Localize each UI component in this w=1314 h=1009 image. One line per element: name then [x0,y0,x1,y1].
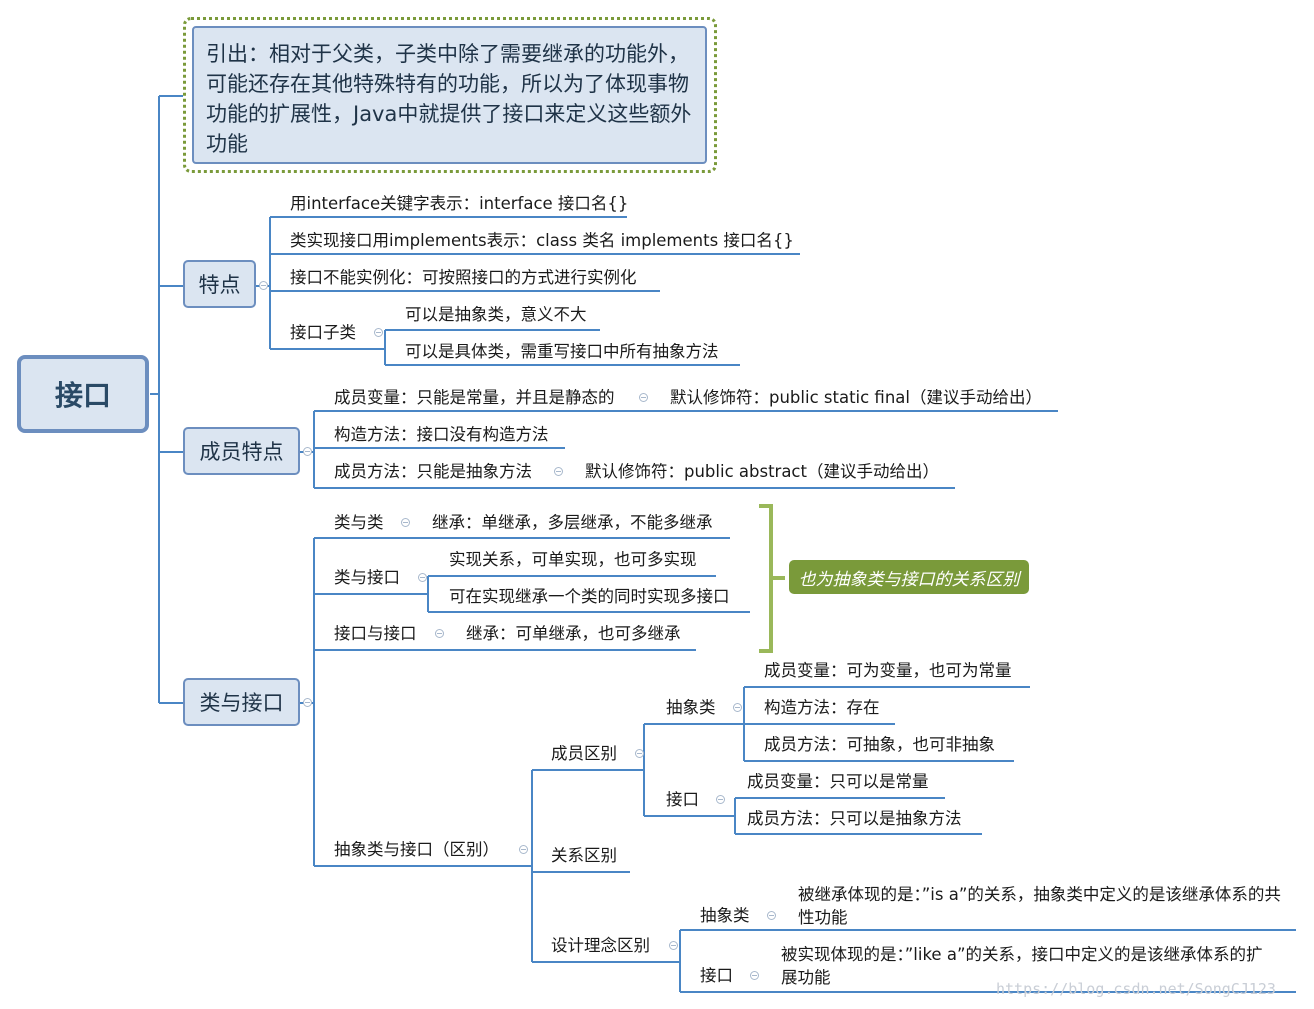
relations-node[interactable]: 类与接口 [183,678,300,726]
root-node[interactable]: 接口 [17,355,149,433]
diff-label: 抽象类与接口（区别） [334,840,499,859]
interface-interface-label: 接口与接口 [334,624,417,643]
intro-node[interactable]: 引出：相对于父类，子类中除了需要继承的功能外，可能还存在其他特殊特有的功能，所以… [192,26,707,164]
member-constructor: 构造方法：接口没有构造方法 [334,425,549,444]
abstract-class-item: 构造方法：存在 [764,698,880,717]
collapse-icon[interactable] [418,573,427,582]
design-interface-label: 接口 [700,966,733,985]
member-diff-label: 成员区别 [551,744,617,763]
member-method-detail: 默认修饰符：public abstract（建议手动给出） [585,462,939,481]
class-class-detail: 继承：单继承，多层继承，不能多继承 [432,513,713,532]
callout-text: 也为抽象类与接口的关系区别 [798,569,1020,590]
collapse-icon[interactable] [374,328,383,337]
collapse-icon[interactable] [767,911,776,920]
interface-item: 成员方法：只可以是抽象方法 [747,809,962,828]
relation-diff-label: 关系区别 [551,846,617,865]
design-abstract-label: 抽象类 [700,906,750,925]
feature-item: 类实现接口用implements表示：class 类名 implements 接… [290,231,794,250]
collapse-icon[interactable] [733,703,742,712]
collapse-icon[interactable] [639,393,648,402]
feature-item: 接口不能实例化：可按照接口的方式进行实例化 [290,268,637,287]
members-label: 成员特点 [199,440,284,464]
callout-note[interactable]: 也为抽象类与接口的关系区别 [789,560,1029,594]
interface-label: 接口 [666,790,699,809]
intro-text: 引出：相对于父类，子类中除了需要继承的功能外，可能还存在其他特殊特有的功能，所以… [206,42,692,156]
collapse-icon[interactable] [401,518,410,527]
collapse-icon[interactable] [554,467,563,476]
collapse-icon[interactable] [303,698,312,707]
collapse-icon[interactable] [435,629,444,638]
member-variable-detail: 默认修饰符：public static final（建议手动给出） [670,388,1042,407]
watermark: https://blog.csdn.net/SongCJ123 [996,980,1276,998]
intro-frame [183,17,717,173]
design-diff-label: 设计理念区别 [551,936,650,955]
class-interface-item: 实现关系，可单实现，也可多实现 [449,550,697,569]
relations-label: 类与接口 [199,691,284,715]
abstract-class-label: 抽象类 [666,698,716,717]
interface-item: 成员变量：只可以是常量 [747,772,929,791]
collapse-icon[interactable] [303,447,312,456]
collapse-icon[interactable] [750,971,759,980]
features-node[interactable]: 特点 [183,260,256,308]
subclass-label: 接口子类 [290,323,356,342]
collapse-icon[interactable] [635,749,644,758]
subclass-item: 可以是抽象类，意义不大 [405,305,587,324]
features-label: 特点 [198,273,241,297]
design-abstract-detail: 被继承体现的是：”is a”的关系，抽象类中定义的是该继承体系的共性功能 [798,885,1281,927]
member-variable-label: 成员变量：只能是常量，并且是静态的 [334,388,615,407]
subclass-item: 可以是具体类，需重写接口中所有抽象方法 [405,342,719,361]
collapse-icon[interactable] [669,941,678,950]
abstract-class-item: 成员方法：可抽象，也可非抽象 [764,735,995,754]
feature-item: 用interface关键字表示：interface 接口名{} [290,194,629,213]
root-label: 接口 [54,379,111,412]
interface-interface-detail: 继承：可单继承，也可多继承 [466,624,681,643]
collapse-icon[interactable] [519,845,528,854]
collapse-icon[interactable] [259,281,268,290]
design-interface-detail: 被实现体现的是：”like a”的关系，接口中定义的是该继承体系的扩展功能 [781,945,1263,987]
members-node[interactable]: 成员特点 [183,427,300,475]
class-interface-item: 可在实现继承一个类的同时实现多接口 [449,587,730,606]
member-method-label: 成员方法：只能是抽象方法 [334,462,532,481]
class-class-label: 类与类 [334,513,384,532]
class-interface-label: 类与接口 [334,568,400,587]
collapse-icon[interactable] [716,795,725,804]
abstract-class-item: 成员变量：可为变量，也可为常量 [764,661,1012,680]
